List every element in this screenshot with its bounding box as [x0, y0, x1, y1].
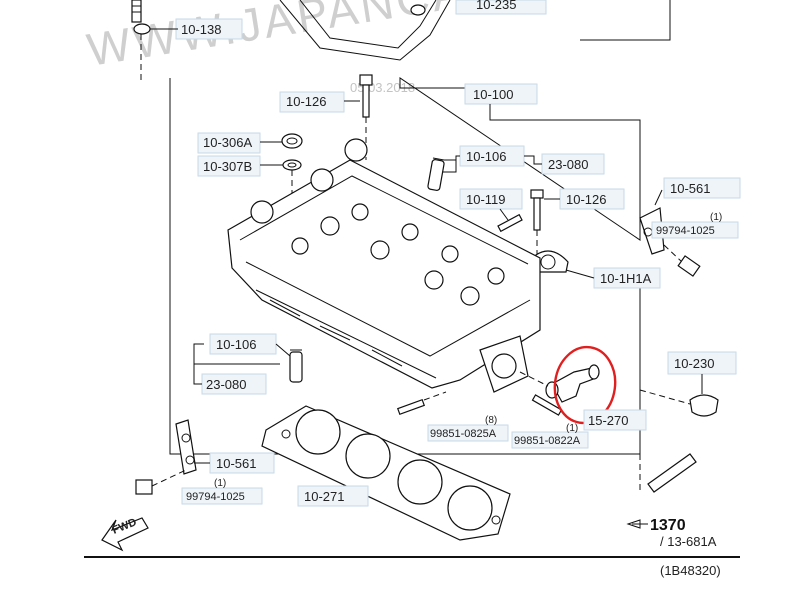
qty-99794-right: (1)	[710, 212, 722, 223]
label-10-106-left[interactable]: 10-106	[216, 337, 256, 352]
valve-guide-seal-top	[427, 157, 445, 191]
label-10-100[interactable]: 10-100	[473, 87, 513, 102]
ref-1370[interactable]: 1370	[650, 517, 686, 534]
oil-plug-and-washer	[281, 133, 303, 200]
label-10-230[interactable]: 10-230	[674, 356, 714, 371]
label-10-561-left[interactable]: 10-561	[216, 456, 256, 471]
label-99794-1025-left[interactable]: 99794-1025	[186, 491, 245, 503]
label-23-080-top[interactable]: 23-080	[548, 157, 588, 172]
head-bolt-mid	[530, 189, 544, 254]
label-10-271[interactable]: 10-271	[304, 489, 344, 504]
stud-99851-0822A	[531, 394, 563, 416]
pipe-1370	[639, 453, 697, 494]
label-99851-0822A[interactable]: 99851-0822A	[514, 435, 581, 447]
qty-99794-left: (1)	[214, 478, 226, 489]
engine-hanger-left	[135, 419, 197, 495]
stud-10-119	[497, 213, 523, 233]
label-10-126-mid[interactable]: 10-126	[566, 192, 606, 207]
figure-code: (1B48320)	[660, 563, 721, 578]
label-10-307B[interactable]: 10-307B	[203, 159, 252, 174]
label-10-1H1A[interactable]: 10-1H1A	[600, 271, 652, 286]
label-10-138[interactable]: 10-138	[181, 22, 221, 37]
fwd-arrow-icon	[101, 517, 149, 552]
engine-hanger-right	[639, 207, 701, 277]
label-10-119[interactable]: 10-119	[466, 192, 506, 207]
label-99794-1025-right[interactable]: 99794-1025	[656, 225, 715, 237]
qty-99851-0825A: (8)	[485, 415, 497, 426]
label-10-235[interactable]: 10-235	[476, 0, 516, 12]
label-99851-0825A[interactable]: 99851-0825A	[430, 428, 497, 440]
studs-99851-0825A	[396, 391, 447, 416]
cylinder-head	[227, 138, 541, 393]
valve-guide-seal-left	[289, 349, 303, 383]
qty-99851-0822A: (1)	[566, 423, 578, 434]
label-15-270[interactable]: 15-270	[588, 413, 628, 428]
label-10-306A[interactable]: 10-306A	[203, 135, 252, 150]
valve-cover-fragment	[279, 0, 451, 61]
label-10-106-top[interactable]: 10-106	[466, 149, 506, 164]
label-10-126-top[interactable]: 10-126	[286, 94, 326, 109]
water-outlet-pipe-15-270[interactable]	[519, 364, 600, 403]
highlight-circle	[553, 345, 617, 425]
label-10-561-right[interactable]: 10-561	[670, 181, 710, 196]
head-gasket-10-271	[261, 405, 511, 541]
ref-13-681A[interactable]: / 13-681A	[660, 534, 717, 549]
reference-arrow-icon	[626, 519, 648, 529]
label-23-080-left[interactable]: 23-080	[206, 377, 246, 392]
half-moon-seal-10-230	[639, 389, 719, 417]
